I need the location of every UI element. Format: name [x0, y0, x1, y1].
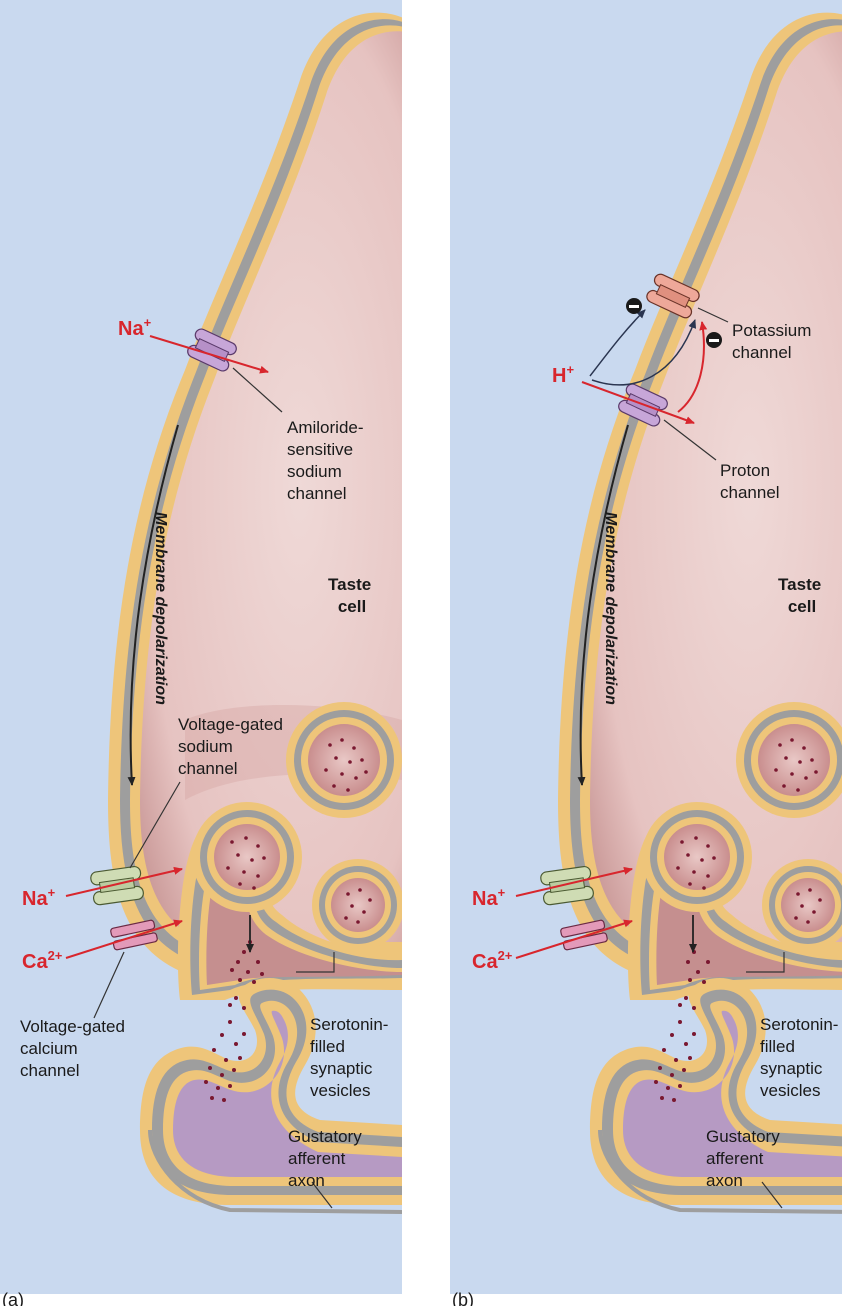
ion-h-top: H+ — [552, 362, 574, 387]
leader-lines-a — [93, 367, 335, 1209]
voltage-gated-calcium-channel — [110, 919, 158, 951]
proton-channel — [618, 383, 668, 427]
released-serotonin-dots — [204, 996, 246, 1102]
h-block-inside-arrow — [591, 319, 697, 386]
ion-na-top: Na+ — [118, 315, 152, 340]
na-influx-arrow-b — [515, 866, 633, 897]
na-influx-arrow-bottom — [65, 866, 183, 897]
ca-influx-arrow-b — [515, 919, 633, 959]
axon-label: Gustatory afferent axon — [288, 1127, 366, 1190]
depolarization-arrow-b — [577, 424, 629, 786]
vgated-sodium-label: Voltage-gated sodium channel — [178, 715, 288, 778]
panel-a: Membrane depolarization Na+ Amiloride- s… — [0, 0, 402, 1294]
ion-ca-b: Ca2+ — [472, 948, 513, 973]
vesicle-large-top — [286, 702, 402, 818]
potassium-label: Potassium channel — [732, 321, 816, 362]
proton-label: Proton channel — [720, 461, 780, 502]
vgated-calcium-label: Voltage-gated calcium channel — [20, 1017, 130, 1080]
voltage-gated-calcium-channel-b — [560, 919, 608, 951]
taste-cell-label: Taste cell — [328, 575, 376, 616]
ca-influx-arrow — [65, 919, 183, 959]
depolarization-text: Membrane depolarization — [152, 512, 169, 705]
vesicle-label: Serotonin- filled synaptic vesicles — [310, 1015, 393, 1100]
proton-to-k-arrow — [677, 321, 708, 413]
vesicle-large-top-b — [736, 702, 842, 818]
h-influx-arrow — [581, 381, 695, 425]
vesicle-dots — [226, 738, 372, 924]
depolarization-arrow — [127, 424, 179, 786]
vesicle-dots-b — [676, 738, 822, 924]
amiloride-sodium-channel — [187, 328, 237, 372]
h-block-outside-arrow — [589, 309, 646, 377]
ion-na-bottom: Na+ — [22, 885, 56, 910]
amiloride-label: Amiloride- sensitive sodium channel — [287, 418, 368, 503]
ion-ca: Ca2+ — [22, 948, 63, 973]
panel-label-a: (a) — [2, 1290, 24, 1306]
potassium-channel — [646, 273, 700, 319]
leader-lines-b — [663, 307, 785, 1209]
vesicle-large-mid-b — [642, 802, 752, 912]
taste-cell-label-b: Taste cell — [778, 575, 826, 616]
released-serotonin-dots-b — [654, 950, 710, 1102]
minus-sign-right — [706, 332, 722, 348]
axon-label-b: Gustatory afferent axon — [706, 1127, 784, 1190]
panel-label-b: (b) — [452, 1290, 474, 1306]
panel-b: Membrane depolarization H+ Potassium cha… — [450, 0, 842, 1294]
depolarization-text-b: Membrane depolarization — [602, 512, 619, 705]
minus-sign-left — [626, 298, 642, 314]
ion-na-b: Na+ — [472, 885, 506, 910]
vesicle-label-b: Serotonin- filled synaptic vesicles — [760, 1015, 842, 1100]
na-influx-arrow-top — [149, 335, 269, 374]
vesicle-small-right — [312, 859, 402, 951]
vesicle-large-mid — [192, 802, 302, 912]
